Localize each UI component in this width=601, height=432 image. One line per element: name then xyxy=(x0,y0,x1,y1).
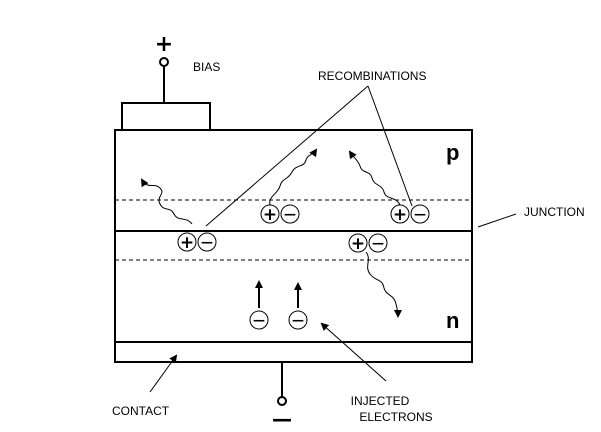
junction-label: JUNCTION xyxy=(524,205,585,219)
electron-symbol: — xyxy=(414,207,426,221)
electron xyxy=(410,204,430,224)
hole-symbol: + xyxy=(351,234,365,254)
junction-leader xyxy=(477,213,517,228)
carrier-pair-2: + — xyxy=(260,204,300,225)
hole xyxy=(177,232,197,252)
bottom-contact xyxy=(114,341,473,363)
photon-arrow-3 xyxy=(348,150,401,206)
injected-label-line1: INJECTED xyxy=(351,394,410,408)
hole xyxy=(348,233,368,253)
photon-arrow-4 xyxy=(365,251,402,318)
electron-symbol: — xyxy=(372,236,384,250)
electron-symbol: — xyxy=(292,313,304,327)
carrier-pair-1: + — xyxy=(177,232,217,253)
bias-label: BIAS xyxy=(193,60,220,74)
contact-arrow xyxy=(149,354,178,393)
p-region-label: p xyxy=(446,140,459,165)
hole xyxy=(260,204,280,224)
plus-terminal-symbol: + xyxy=(155,32,173,57)
electron xyxy=(197,232,217,252)
hole-symbol: + xyxy=(393,205,407,225)
injected-label-line2: ELECTRONS xyxy=(359,410,432,424)
electron-symbol: — xyxy=(253,313,265,327)
hole xyxy=(390,204,410,224)
bias-terminal xyxy=(159,57,169,67)
hole-symbol: + xyxy=(180,233,194,253)
semiconductor-body xyxy=(114,129,473,343)
n-region-label: n xyxy=(446,308,459,333)
ground-terminal xyxy=(277,396,287,406)
photon-arrow-2 xyxy=(269,148,318,206)
electron-symbol: — xyxy=(201,235,213,249)
recombination-leader-right xyxy=(367,85,413,207)
recombinations-label: RECOMBINATIONS xyxy=(318,69,426,83)
top-electrode xyxy=(121,102,211,131)
electron xyxy=(368,233,388,253)
hole-symbol: + xyxy=(263,205,277,225)
carrier-pair-4: + — xyxy=(348,233,388,254)
injected-electron-2: — xyxy=(288,282,308,330)
electron xyxy=(280,204,300,224)
electron xyxy=(288,310,308,330)
recombination-leader-left xyxy=(205,85,369,227)
minus-terminal-symbol: — xyxy=(272,407,292,431)
contact-label: CONTACT xyxy=(112,404,170,418)
injected-electron-1: — xyxy=(249,280,269,330)
photon-arrow-1 xyxy=(140,178,193,225)
carrier-pair-3: + — xyxy=(390,204,430,225)
electron-symbol: — xyxy=(284,207,296,221)
injected-electrons-arrow xyxy=(320,322,387,382)
electron xyxy=(249,310,269,330)
